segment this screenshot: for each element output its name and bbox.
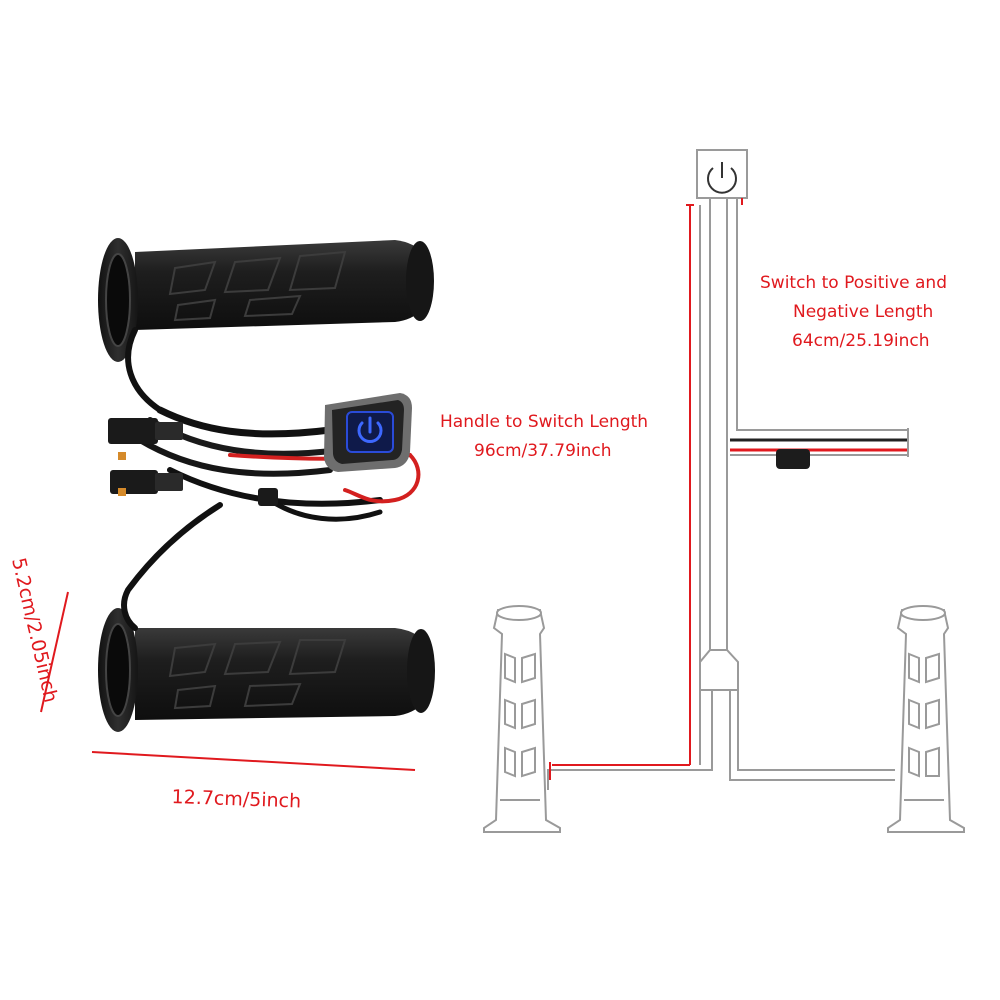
grip-branch-cables <box>547 690 895 790</box>
left-grip-outline <box>483 605 561 833</box>
width-dimension-line <box>91 751 416 771</box>
right-grip-outline <box>887 605 965 833</box>
bottom-handlebar-grip <box>98 608 435 732</box>
junction-splitter <box>699 649 739 691</box>
switch-to-power-title-line1: Switch to Positive and <box>760 273 947 293</box>
inline-fuse <box>776 449 810 469</box>
handle-to-switch-title: Handle to Switch Length <box>440 412 649 432</box>
width-dimension-label: 12.7cm/5inch <box>171 786 302 813</box>
handle-to-switch-value: 96cm/37.79inch <box>474 441 612 461</box>
schematic-switch-box <box>696 149 748 199</box>
top-handlebar-grip <box>98 238 434 362</box>
switch-to-power-cable <box>730 198 909 457</box>
connector-plugs <box>108 418 278 506</box>
heat-switch-module <box>324 393 412 472</box>
height-dimension-line <box>40 591 69 713</box>
switch-to-power-title-line2: Negative Length <box>793 302 934 322</box>
switch-to-power-value: 64cm/25.19inch <box>792 331 930 351</box>
power-icon <box>707 162 737 194</box>
switch-power-icon <box>357 416 383 443</box>
